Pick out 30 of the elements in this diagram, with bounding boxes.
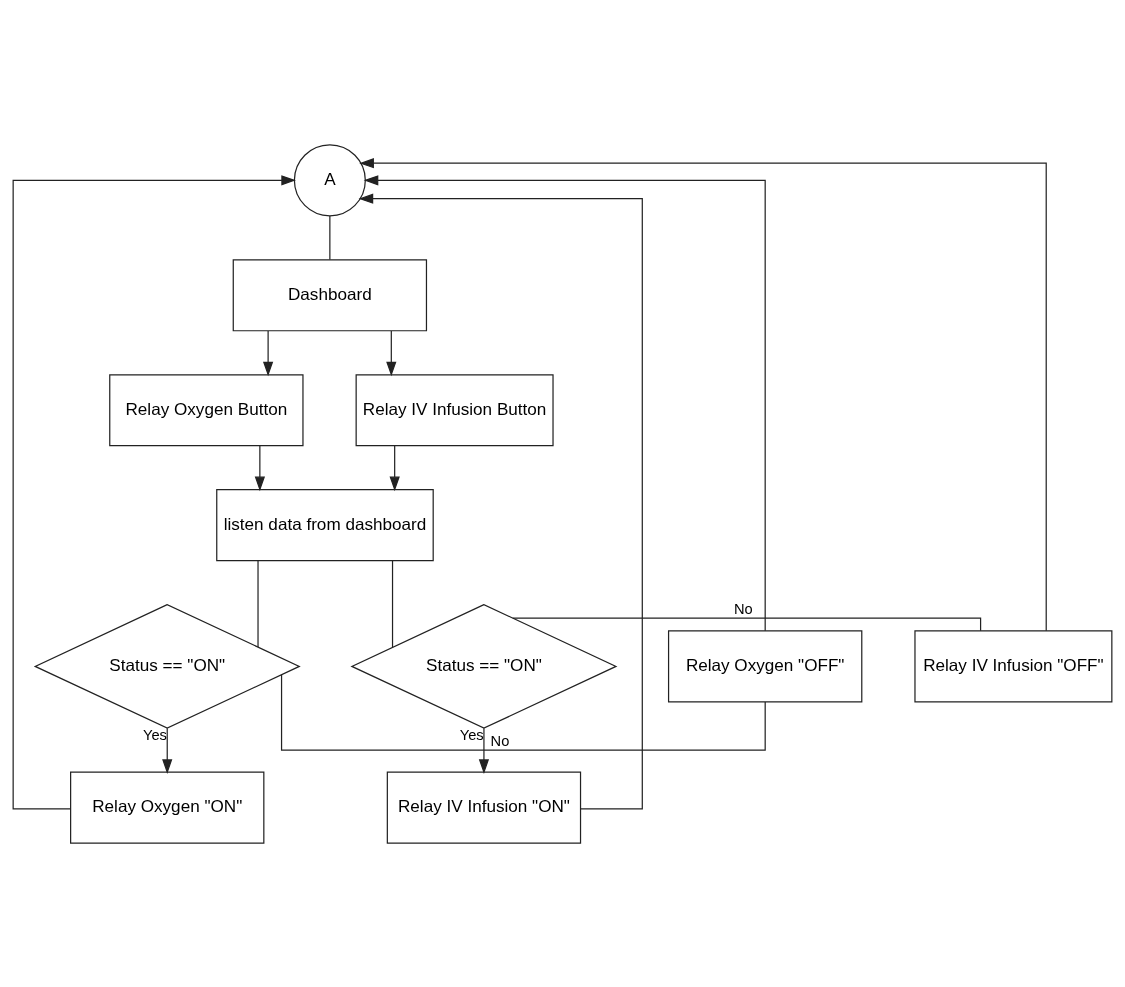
arrow [363,174,766,631]
node-box: Relay IV Infusion "OFF" [914,629,1113,702]
arrow [162,727,173,774]
node-box: Dashboard [232,258,428,331]
arrow [358,193,643,809]
node-box: Relay Oxygen "ON" [70,771,265,844]
connector [512,617,982,631]
arrow [12,174,296,809]
edge-label: No [733,600,753,617]
node-box: Relay IV Infusion Button [355,373,554,446]
edge-label: Yes [459,726,484,743]
node-box: Relay IV Infusion "ON" [386,771,582,844]
connector [280,673,766,751]
node-diamond: Status == "ON" [350,603,618,729]
node-diamond: Status == "ON" [33,603,301,729]
arrow [262,329,274,376]
connector [257,559,259,647]
connector [391,559,394,648]
arrow [359,157,1047,631]
arrow [386,329,397,376]
node-box: listen data from dashboard [216,488,434,561]
arrow [389,444,400,491]
connector [329,215,331,260]
arrow [478,727,490,774]
node-box: Relay Oxygen Button [109,373,304,446]
node-box: Relay Oxygen "OFF" [667,629,863,702]
arrow [254,444,265,491]
edge-label: Yes [143,726,167,743]
node-circle: A [293,143,366,216]
edge-label: No [490,732,510,749]
